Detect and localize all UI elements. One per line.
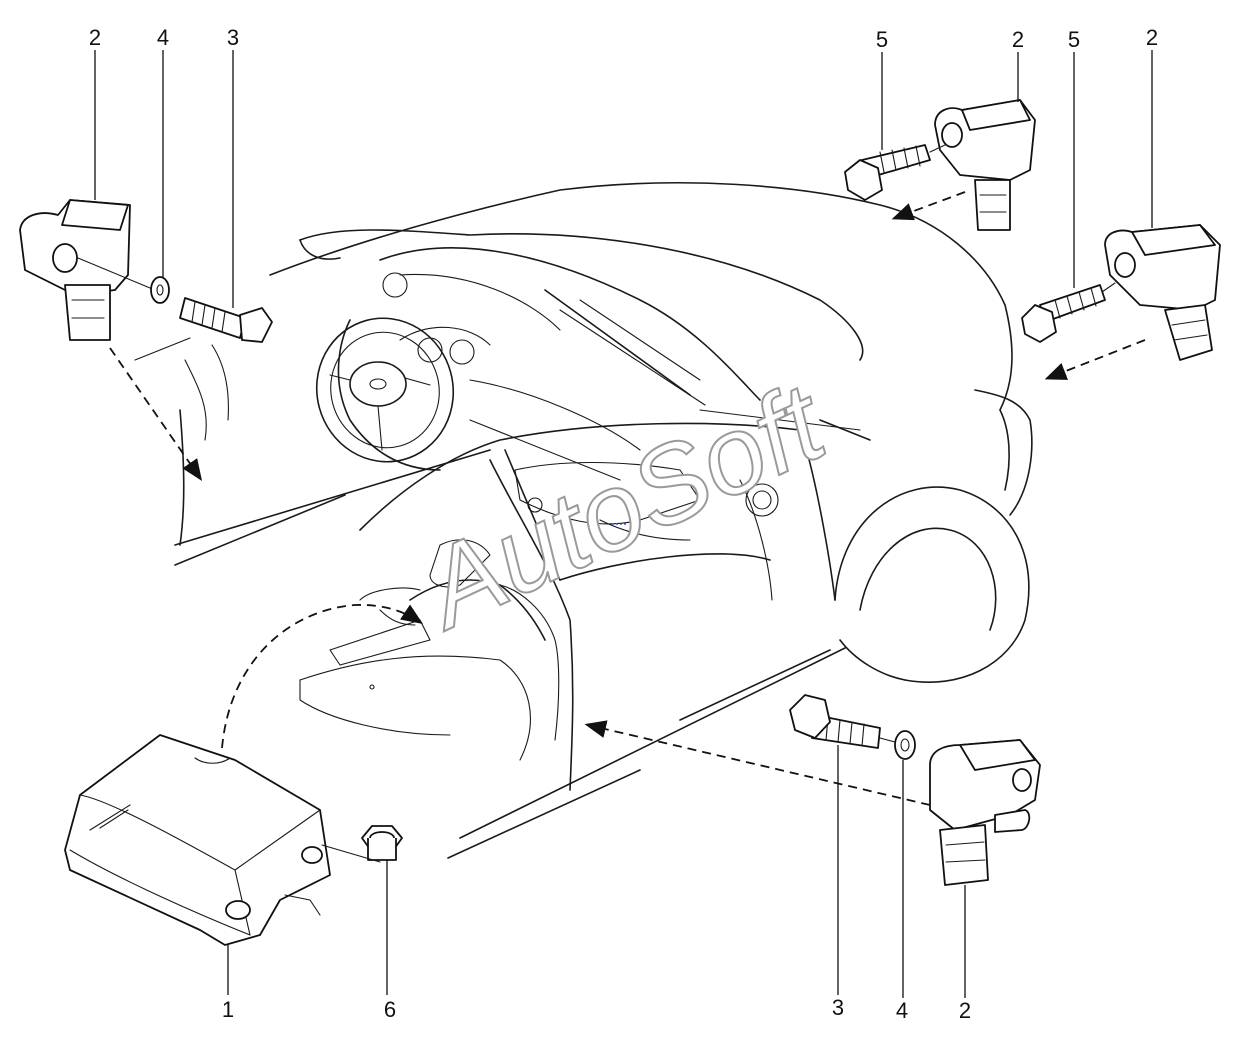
callout-2-top-right-b: 2 bbox=[1146, 25, 1158, 50]
side-impact-sensor-front-right bbox=[1104, 224, 1221, 361]
callout-2-top-right-a: 2 bbox=[1012, 27, 1024, 52]
callout-2-bottom-right: 2 bbox=[959, 998, 971, 1023]
washer-part-4-left bbox=[150, 276, 170, 304]
callout-1-bottom-left: 1 bbox=[222, 997, 234, 1022]
callout-5-top-right-b: 5 bbox=[1068, 27, 1080, 52]
callout-5-top-right-a: 5 bbox=[876, 27, 888, 52]
bolt-part-5-lower bbox=[1021, 284, 1106, 343]
callout-2-top-left: 2 bbox=[89, 25, 101, 50]
bolt-part-3-left bbox=[179, 297, 273, 343]
front-impact-sensor-left bbox=[19, 199, 131, 341]
side-impact-sensor-rear-right bbox=[934, 99, 1036, 231]
callout-4-bottom-right: 4 bbox=[896, 998, 908, 1023]
callout-6-bottom-left: 6 bbox=[384, 997, 396, 1022]
assembly-arrows bbox=[109, 191, 1146, 806]
callout-3-top-left: 3 bbox=[227, 25, 239, 50]
callout-leaders bbox=[94, 50, 1153, 998]
callout-4-top-left: 4 bbox=[157, 25, 169, 50]
vehicle-outline bbox=[134, 181, 1033, 859]
callout-3-bottom-right: 3 bbox=[832, 995, 844, 1020]
washer-part-4-right bbox=[894, 730, 916, 760]
watermark-text: AutoSoft bbox=[402, 359, 846, 653]
nut-part-6 bbox=[361, 825, 403, 861]
bolt-part-3-right bbox=[789, 694, 881, 749]
bolt-part-5-upper bbox=[844, 144, 931, 201]
side-impact-sensor-lower-right bbox=[929, 739, 1041, 886]
airbag-control-module bbox=[64, 734, 331, 946]
callout-labels: 2 4 3 5 2 5 2 1 6 3 4 2 bbox=[89, 25, 1158, 1023]
